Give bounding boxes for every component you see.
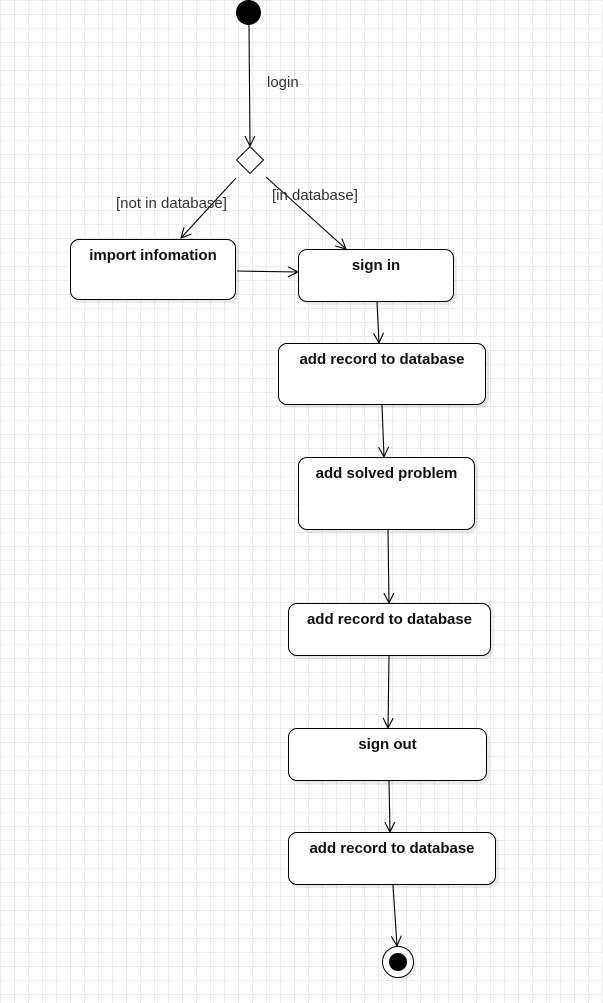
final-node <box>382 946 414 978</box>
edge-decision-to-signin <box>265 176 346 249</box>
add-record-activity-3: add record to database <box>288 832 496 885</box>
edge-signin-to-record1 <box>377 301 379 343</box>
edge-record2-to-signout <box>388 655 389 728</box>
edge-record1-to-solved <box>382 404 384 457</box>
edge-record3-to-end <box>393 884 397 946</box>
edge-start-to-decision <box>249 24 250 146</box>
edge-solved-to-record2 <box>388 529 389 603</box>
edge-import-to-signin <box>236 271 298 272</box>
not-in-database-guard: [not in database] <box>116 195 227 212</box>
final-node-core <box>389 953 407 971</box>
edge-signout-to-record3 <box>389 780 390 832</box>
sign-out-activity: sign out <box>288 728 487 781</box>
add-record-activity-2: add record to database <box>288 603 491 656</box>
in-database-guard: [in database] <box>272 187 358 204</box>
import-information-activity: import infomation <box>70 239 236 300</box>
add-record-activity-1: add record to database <box>278 343 486 405</box>
initial-node <box>236 0 261 25</box>
edge-decision-to-import <box>181 177 237 238</box>
add-solved-problem-activity: add solved problem <box>298 457 475 530</box>
login-label: login <box>267 74 299 91</box>
sign-in-activity: sign in <box>298 249 454 302</box>
